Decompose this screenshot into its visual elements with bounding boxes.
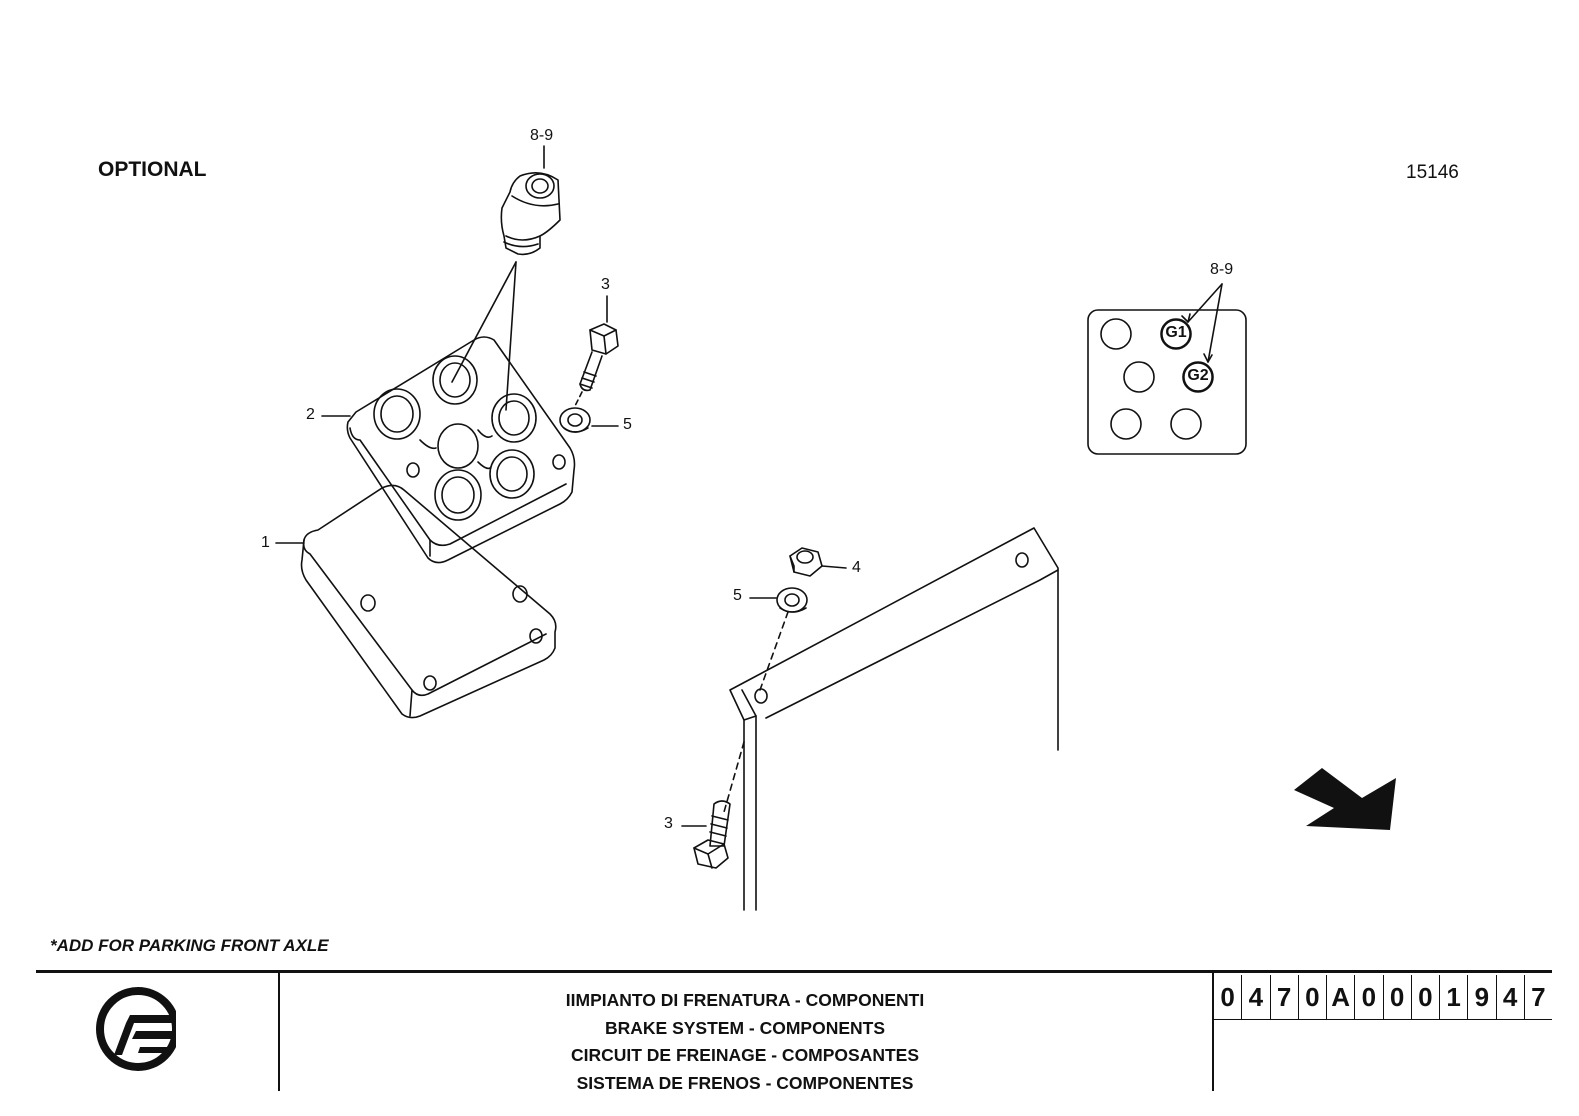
code-digit: 0 xyxy=(1354,975,1382,1019)
title-block: IIMPIANTO DI FRENATURA - COMPONENTI BRAK… xyxy=(36,970,1552,1093)
base-plate-drawing xyxy=(300,484,557,719)
code-digit: 0 xyxy=(1220,982,1235,1012)
code-digit: 0 xyxy=(1382,975,1411,1019)
title-spanish: SISTEMA DE FRENOS - COMPONENTES xyxy=(576,1072,914,1093)
port-g1-label: G1 xyxy=(1165,324,1187,341)
callout-leaders xyxy=(275,145,847,827)
callout-block-item: 2 xyxy=(306,406,315,423)
code-digit: A xyxy=(1326,975,1354,1019)
code-digit: 0 xyxy=(1410,975,1439,1019)
nut-drawing xyxy=(789,547,823,577)
optional-label: OPTIONAL xyxy=(98,158,207,181)
drawing-number: 15146 xyxy=(1406,162,1459,183)
callout-washer-upper: 5 xyxy=(623,416,632,433)
code-digit: 0 xyxy=(1297,975,1326,1019)
port-markers xyxy=(1161,319,1213,392)
title-cell: IIMPIANTO DI FRENATURA - COMPONENTI BRAK… xyxy=(278,973,1214,1093)
part-code-cell: 0 4 7 0 A 0 0 0 1 9 4 7 xyxy=(1214,973,1552,1091)
upper-bolt-drawing xyxy=(573,323,619,409)
company-logo-icon xyxy=(96,987,196,1071)
lower-bolt-drawing xyxy=(693,800,731,869)
upper-washer-drawing xyxy=(559,407,591,433)
callout-plate-item: 1 xyxy=(261,534,270,551)
title-french: CIRCUIT DE FREINAGE - COMPOSANTES xyxy=(570,1045,920,1065)
callout-washer-lower: 5 xyxy=(733,587,742,604)
logo-cell xyxy=(36,973,280,1091)
code-digit: 7 xyxy=(1269,975,1298,1019)
code-digit: 4 xyxy=(1241,975,1269,1019)
callout-nut: 4 xyxy=(852,559,861,576)
code-digit: 7 xyxy=(1523,975,1552,1019)
port-g2-label: G2 xyxy=(1187,367,1209,384)
part-code: 0 4 7 0 A 0 0 0 1 9 4 7 xyxy=(1214,975,1552,1020)
callout-top-fitting: 8-9 xyxy=(530,127,554,144)
code-digit: 1 xyxy=(1439,975,1467,1019)
callout-bolt-lower: 3 xyxy=(664,815,673,832)
title-english: BRAKE SYSTEM - COMPONENTS xyxy=(604,1017,886,1038)
code-digit: 4 xyxy=(1495,975,1524,1019)
valve-block-drawing xyxy=(346,336,576,564)
callout-inset-fittings: 8-9 xyxy=(1210,261,1234,278)
callout-bolt-upper: 3 xyxy=(601,276,610,293)
inset-port-diagram xyxy=(1087,283,1247,455)
code-digit: 9 xyxy=(1467,975,1495,1019)
fitting-drawing xyxy=(451,172,561,411)
direction-arrow-icon xyxy=(1294,768,1396,830)
lower-washer-drawing xyxy=(776,587,808,613)
title-italian: IIMPIANTO DI FRENATURA - COMPONENTI xyxy=(565,990,925,1010)
parking-note: *ADD FOR PARKING FRONT AXLE xyxy=(50,936,329,955)
frame-bracket-drawing xyxy=(723,527,1059,911)
